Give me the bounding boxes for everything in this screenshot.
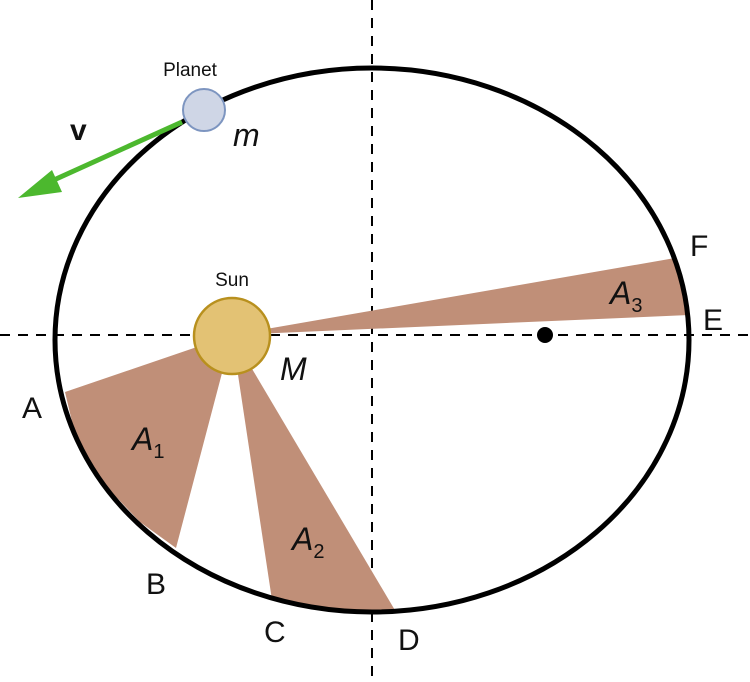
point-f-label: F xyxy=(690,230,708,263)
point-e-label: E xyxy=(703,304,723,337)
velocity-arrow xyxy=(18,119,184,198)
point-a-label: A xyxy=(22,392,42,425)
planet-mass-label: m xyxy=(233,117,260,153)
sector-a3 xyxy=(232,258,689,335)
planet-circle xyxy=(182,88,226,132)
sector-a2 xyxy=(232,335,396,612)
sector-a1 xyxy=(65,335,232,548)
area-a3-label: A3 xyxy=(608,275,642,317)
velocity-label: v xyxy=(70,114,87,147)
empty-focus-point xyxy=(537,327,553,343)
sun-circle xyxy=(192,296,272,376)
area-a1-label: A1 xyxy=(130,421,164,463)
orbit-ellipse xyxy=(52,65,692,615)
point-b-label: B xyxy=(146,568,166,601)
point-c-label: C xyxy=(264,616,286,649)
planet-label: Planet xyxy=(163,60,218,81)
area-a2-label: A2 xyxy=(290,521,324,563)
sun-label: Sun xyxy=(215,270,249,291)
point-d-label: D xyxy=(398,624,420,657)
sun-mass-label: M xyxy=(280,351,307,387)
